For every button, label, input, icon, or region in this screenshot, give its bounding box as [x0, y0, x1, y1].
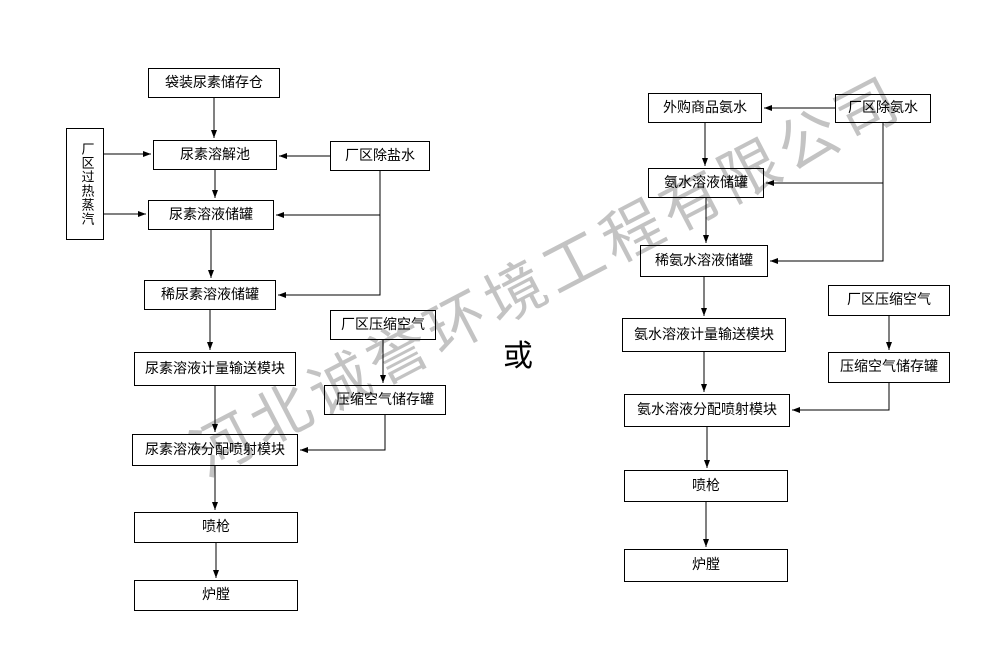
node-plant-deammonia-water: 厂区除氨水: [835, 94, 931, 123]
node-plant-compressed-air-right: 厂区压缩空气: [828, 285, 950, 316]
node-plant-compressed-air-left: 厂区压缩空气: [330, 310, 436, 340]
node-spray-gun-left: 喷枪: [134, 512, 298, 543]
node-urea-solution-metering-transfer-module: 尿素溶液计量输送模块: [134, 352, 296, 386]
node-ammonia-solution-metering-transfer-module: 氨水溶液计量输送模块: [622, 318, 786, 352]
node-furnace-left: 炉膛: [134, 580, 298, 611]
node-urea-dissolving-pool: 尿素溶解池: [153, 140, 277, 170]
node-plant-desalted-water: 厂区除盐水: [330, 141, 430, 171]
node-ammonia-solution-storage-tank: 氨水溶液储罐: [648, 168, 764, 198]
node-urea-solution-storage-tank: 尿素溶液储罐: [148, 200, 274, 230]
node-dilute-ammonia-solution-storage-tank: 稀氨水溶液储罐: [640, 245, 768, 277]
node-dilute-urea-solution-storage-tank: 稀尿素溶液储罐: [144, 280, 276, 310]
or-label: 或: [503, 339, 533, 374]
node-furnace-right: 炉膛: [624, 549, 788, 582]
node-spray-gun-right: 喷枪: [624, 470, 788, 502]
node-urea-solution-distribution-injection-module: 尿素溶液分配喷射模块: [132, 434, 298, 466]
node-plant-superheated-steam: 厂区过热蒸汽: [66, 128, 104, 240]
node-purchased-commercial-ammonia-water: 外购商品氨水: [648, 93, 762, 123]
node-bagged-urea-storage-silo: 袋装尿素储存仓: [148, 68, 280, 98]
node-compressed-air-storage-tank-right: 压缩空气储存罐: [828, 352, 950, 383]
node-compressed-air-storage-tank-left: 压缩空气储存罐: [324, 385, 446, 415]
node-ammonia-solution-distribution-injection-module: 氨水溶液分配喷射模块: [624, 394, 790, 427]
